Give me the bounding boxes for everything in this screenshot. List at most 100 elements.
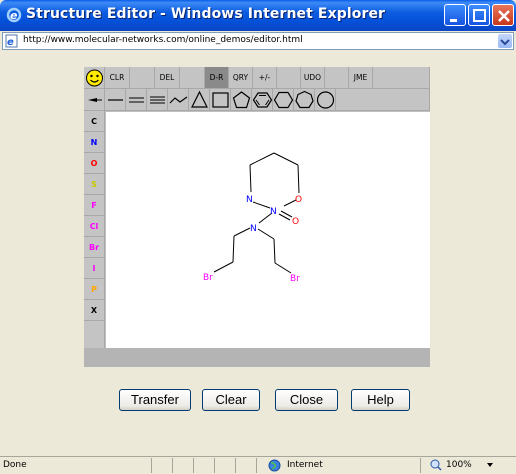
status-divider [235, 458, 236, 473]
minimize-button[interactable] [444, 4, 466, 26]
element-label: I [92, 264, 96, 273]
element-nitrogen[interactable]: N [84, 132, 105, 153]
help-button[interactable]: Help [351, 389, 410, 411]
toolbar-spacer [336, 89, 430, 111]
single-bond-icon [108, 99, 123, 101]
ring7-button[interactable] [294, 89, 315, 111]
single-bond-button[interactable] [105, 89, 126, 111]
drawing-canvas[interactable]: N N O O N Br Br [106, 112, 430, 348]
tool-del[interactable]: DEL [155, 67, 180, 89]
bond [280, 210, 293, 218]
zoom-level[interactable]: 100% [446, 460, 472, 470]
status-divider [214, 458, 215, 473]
minimize-icon [450, 19, 457, 22]
security-zone[interactable]: Internet [287, 460, 323, 470]
triple-bond-button[interactable] [147, 89, 168, 111]
element-bromine[interactable]: Br [84, 237, 105, 258]
ring5-button[interactable] [231, 89, 252, 111]
bond [278, 213, 291, 221]
tool-blank-2[interactable] [180, 67, 205, 89]
chevron-down-icon [500, 39, 510, 46]
element-fluorine[interactable]: F [84, 195, 105, 216]
benzene-ring-icon [252, 92, 273, 108]
tool-label: DEL [159, 73, 175, 82]
bond [213, 261, 234, 273]
globe-icon [268, 459, 281, 472]
tool-qry[interactable]: QRY [229, 67, 253, 89]
address-bar[interactable]: e http://www.molecular-networks.com/onli… [2, 32, 514, 50]
element-sulfur[interactable]: S [84, 174, 105, 195]
element-carbon[interactable]: C [84, 111, 105, 132]
heptagon-ring-icon [295, 90, 314, 109]
bond [257, 228, 275, 240]
ring4-button[interactable] [210, 89, 231, 111]
ring3-button[interactable] [189, 89, 210, 111]
element-label: P [91, 285, 97, 294]
page-icon: e [5, 34, 18, 48]
applet-toolbar: CLR DEL D-R QRY +/- UDO JME [84, 67, 430, 111]
bond [249, 164, 252, 193]
bond [252, 201, 271, 209]
element-label: X [90, 306, 98, 315]
tool-jme[interactable]: JME [349, 67, 373, 89]
smiley-button[interactable] [84, 67, 105, 89]
bond [232, 235, 235, 263]
atom-label: N [246, 195, 253, 205]
status-divider [172, 458, 173, 473]
wedge-bond-icon [88, 98, 102, 102]
ring6-button[interactable] [273, 89, 294, 111]
chain-button[interactable] [168, 89, 189, 111]
chain-bond-button[interactable] [84, 89, 105, 111]
element-phosphorus[interactable]: P [84, 279, 105, 300]
chain-icon [169, 96, 188, 104]
tool-blank-1[interactable] [130, 67, 155, 89]
triangle-ring-icon [191, 90, 208, 108]
tool-blank-5 [373, 67, 430, 89]
bond [258, 212, 273, 224]
ring8-button[interactable] [315, 89, 336, 111]
maximize-button[interactable] [468, 4, 490, 26]
element-label: N [90, 138, 98, 147]
tool-charge[interactable]: +/- [253, 67, 277, 89]
bond [249, 152, 275, 166]
element-oxygen[interactable]: O [84, 153, 105, 174]
zoom-icon[interactable] [430, 459, 442, 471]
close-button[interactable]: Close [275, 389, 338, 411]
element-iodine[interactable]: I [84, 258, 105, 279]
double-bond-button[interactable] [126, 89, 147, 111]
url-text[interactable]: http://www.molecular-networks.com/online… [23, 35, 303, 45]
address-dropdown-button[interactable] [498, 34, 512, 48]
title-bar[interactable]: e Structure Editor - Windows Internet Ex… [0, 0, 516, 31]
transfer-button[interactable]: Transfer [119, 389, 191, 411]
bond [297, 164, 300, 194]
atom-label: N [270, 207, 277, 217]
bond [283, 199, 297, 207]
maximize-icon [473, 9, 486, 22]
window-title: Structure Editor - Windows Internet Expl… [26, 6, 386, 22]
tool-udo[interactable]: UDO [301, 67, 325, 89]
benzene-button[interactable] [252, 89, 273, 111]
tool-blank-3[interactable] [277, 67, 301, 89]
clear-button[interactable]: Clear [202, 389, 260, 411]
tool-clr[interactable]: CLR [105, 67, 130, 89]
bond [273, 238, 276, 264]
element-chlorine[interactable]: Cl [84, 216, 105, 237]
atom-label: Br [290, 274, 300, 284]
element-toolbar: C N O S F Cl Br I P X [84, 111, 105, 367]
element-label: C [91, 117, 97, 126]
bond [274, 262, 292, 274]
triple-bond-icon [150, 96, 165, 104]
status-divider [151, 458, 152, 473]
close-window-button[interactable] [492, 4, 514, 26]
svg-text:e: e [10, 9, 18, 22]
zoom-dropdown-icon[interactable] [486, 461, 494, 469]
bond [273, 152, 299, 166]
ie-logo-icon: e [6, 7, 22, 23]
tool-blank-4[interactable] [325, 67, 349, 89]
octagon-ring-icon [316, 91, 335, 109]
element-any[interactable]: X [84, 300, 105, 321]
tool-d-r[interactable]: D-R [205, 67, 229, 89]
atom-label: O [295, 195, 302, 205]
tool-label: +/- [258, 73, 271, 82]
